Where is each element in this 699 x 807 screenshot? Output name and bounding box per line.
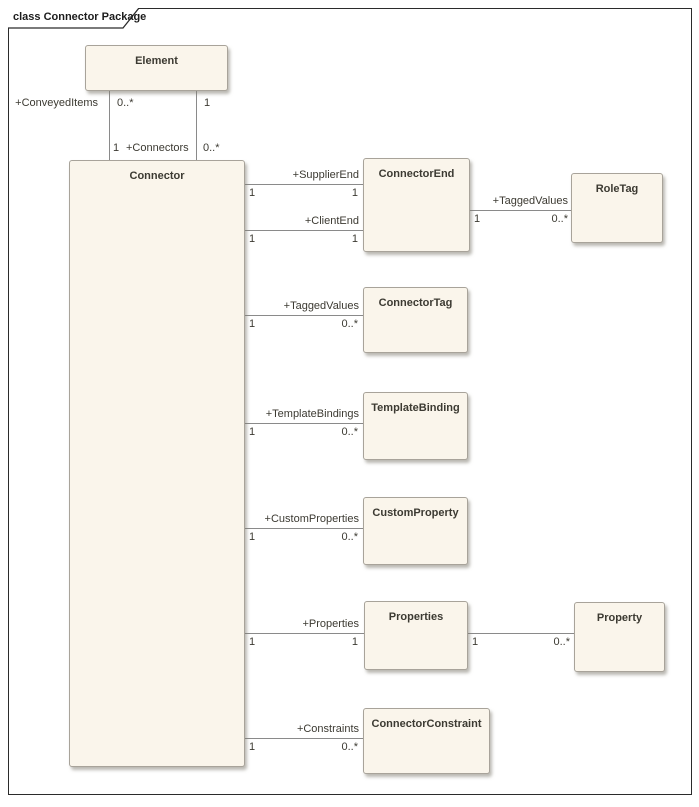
multiplicity-client-end-target: 1 (351, 233, 358, 245)
association-line-connector-tagged-values[interactable] (245, 315, 363, 316)
class-name-connector-end: ConnectorEnd (378, 168, 455, 180)
class-box-property[interactable]: Property (574, 602, 665, 672)
association-label-client-end: +ClientEnd (304, 215, 359, 227)
class-box-connector-end[interactable]: ConnectorEnd (363, 158, 470, 252)
class-name-role-tag: RoleTag (595, 183, 639, 195)
association-line-constraints[interactable] (245, 738, 363, 739)
multiplicity-connector-end-tagged-values-source: 1 (474, 213, 481, 225)
class-name-element: Element (135, 55, 178, 67)
association-label-connectors: +Connectors (126, 142, 189, 154)
class-box-role-tag[interactable]: RoleTag (571, 173, 663, 243)
multiplicity-template-bindings-source: 1 (249, 426, 256, 438)
class-box-connector[interactable]: Connector (69, 160, 245, 767)
multiplicity-client-end-source: 1 (249, 233, 256, 245)
multiplicity-constraints-target: 0..* (341, 741, 358, 753)
class-box-connector-tag[interactable]: ConnectorTag (363, 287, 468, 353)
multiplicity-supplier-end-source: 1 (249, 187, 256, 199)
class-box-element[interactable]: Element (85, 45, 228, 91)
multiplicity-connectors-element: 1 (204, 97, 211, 109)
association-label-template-bindings: +TemplateBindings (265, 408, 359, 420)
class-name-properties: Properties (388, 611, 444, 623)
association-line-properties[interactable] (245, 633, 364, 634)
association-label-custom-properties: +CustomProperties (264, 513, 359, 525)
multiplicity-template-bindings-target: 0..* (341, 426, 358, 438)
multiplicity-connector-end-tagged-values-target: 0..* (551, 213, 568, 225)
diagram-tab-shape (8, 8, 140, 29)
multiplicity-properties-target: 1 (351, 636, 358, 648)
class-name-connector: Connector (129, 170, 185, 182)
association-line-properties-property[interactable] (468, 633, 574, 634)
multiplicity-properties-property-source: 1 (472, 636, 479, 648)
class-box-properties[interactable]: Properties (364, 601, 468, 670)
class-name-custom-property: CustomProperty (372, 507, 459, 519)
association-line-template-bindings[interactable] (245, 423, 363, 424)
association-line-client-end[interactable] (245, 230, 363, 231)
association-label-conveyed-items: +ConveyedItems (15, 97, 98, 109)
association-line-supplier-end[interactable] (245, 184, 363, 185)
multiplicity-properties-source: 1 (249, 636, 256, 648)
association-label-constraints: +Constraints (296, 723, 359, 735)
multiplicity-custom-properties-source: 1 (249, 531, 256, 543)
multiplicity-supplier-end-target: 1 (351, 187, 358, 199)
multiplicity-properties-property-target: 0..* (553, 636, 570, 648)
multiplicity-constraints-source: 1 (249, 741, 256, 753)
class-name-connector-tag: ConnectorTag (378, 297, 453, 309)
multiplicity-connector-tagged-values-target: 0..* (341, 318, 358, 330)
class-box-custom-property[interactable]: CustomProperty (363, 497, 468, 565)
class-box-connector-constraint[interactable]: ConnectorConstraint (363, 708, 490, 774)
class-name-property: Property (596, 612, 643, 624)
diagram-title: class Connector Package (13, 11, 147, 23)
association-line-connector-end-tagged-values[interactable] (470, 210, 571, 211)
class-name-template-binding: TemplateBinding (371, 402, 460, 414)
multiplicity-connectors-connector: 0..* (203, 142, 220, 154)
association-line-conveyed-items[interactable] (109, 91, 110, 160)
association-line-custom-properties[interactable] (245, 528, 363, 529)
association-label-properties: +Properties (302, 618, 359, 630)
multiplicity-conveyed-items-connector: 1 (113, 142, 120, 154)
class-box-template-binding[interactable]: TemplateBinding (363, 392, 468, 460)
association-label-supplier-end: +SupplierEnd (292, 169, 359, 181)
multiplicity-conveyed-items-element: 0..* (117, 97, 134, 109)
association-line-connectors[interactable] (196, 91, 197, 160)
association-label-connector-tagged-values: +TaggedValues (283, 300, 359, 312)
class-name-connector-constraint: ConnectorConstraint (371, 718, 482, 730)
diagram-frame (8, 8, 692, 795)
multiplicity-connector-tagged-values-source: 1 (249, 318, 256, 330)
association-label-connector-end-tagged-values: +TaggedValues (492, 195, 568, 207)
multiplicity-custom-properties-target: 0..* (341, 531, 358, 543)
